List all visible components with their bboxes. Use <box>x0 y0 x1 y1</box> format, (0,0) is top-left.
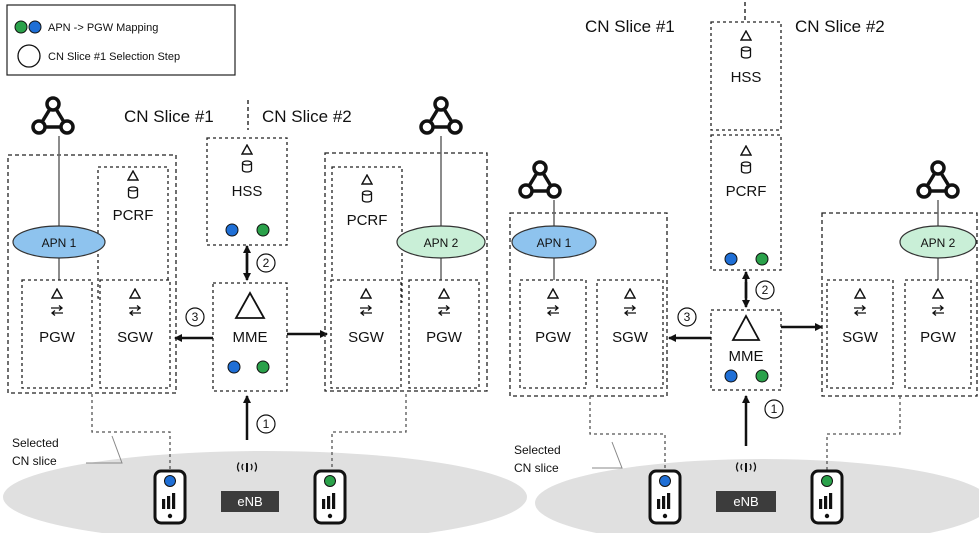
left-slice2-group <box>324 152 488 392</box>
legend-green-dot <box>14 20 28 34</box>
right-step-3-label: 3 <box>684 310 691 324</box>
step-2-label: 2 <box>263 256 270 270</box>
left-mme-box <box>212 282 288 392</box>
step-3-label: 3 <box>192 310 199 324</box>
right-sgw2-label: SGW <box>842 329 879 346</box>
left-pcrf-label: PCRF <box>113 207 154 224</box>
left-panel: CN Slice #1 CN Slice #2 PCRF APN 1 PGW S… <box>3 96 527 533</box>
left-pgw2-label: PGW <box>426 329 463 346</box>
step-2-circle <box>755 280 775 300</box>
left-sgw-label: SGW <box>117 329 154 346</box>
right-selected-line1: Selected <box>514 443 561 457</box>
right-hss-label: HSS <box>731 69 762 86</box>
right-mme-label: MME <box>729 348 764 365</box>
right-selected-line2: CN slice <box>514 461 559 475</box>
right-enb-label: eNB <box>733 494 758 509</box>
step-1-label: 1 <box>263 417 270 431</box>
left-enb-label: eNB <box>237 494 262 509</box>
step-3-circle <box>185 307 205 327</box>
network-icon <box>916 160 960 199</box>
right-step-2-label: 2 <box>762 283 769 297</box>
right-pgw2-label: PGW <box>920 329 957 346</box>
legend-blue-dot <box>28 20 42 34</box>
left-pcrf-box <box>97 166 169 299</box>
legend: APN -> PGW Mapping CN Slice #1 Selection… <box>6 4 236 76</box>
right-apn1-ellipse <box>511 225 597 259</box>
right-apn1-label: APN 1 <box>537 236 572 250</box>
right-pcrf-box <box>710 134 782 271</box>
right-pgw-label: PGW <box>535 329 572 346</box>
legend-apn-mapping-label: APN -> PGW Mapping <box>48 22 158 34</box>
left-enb-box <box>221 491 279 512</box>
right-slice2-label: CN Slice #2 <box>795 17 885 36</box>
left-apn1-label: APN 1 <box>42 236 77 250</box>
left-hss-box <box>206 137 288 246</box>
step-1-circle <box>256 414 276 434</box>
right-apn2-label: APN 2 <box>921 236 956 250</box>
legend-selection-step-label: CN Slice #1 Selection Step <box>48 51 180 63</box>
left-pgw-label: PGW <box>39 329 76 346</box>
network-icon <box>419 96 463 135</box>
right-slice1-label: CN Slice #1 <box>585 17 675 36</box>
step-2-circle <box>256 253 276 273</box>
network-icon <box>518 160 562 199</box>
left-apn2-label: APN 2 <box>424 236 459 250</box>
left-hss-label: HSS <box>232 183 263 200</box>
legend-step-circle <box>17 44 41 68</box>
right-sgw-label: SGW <box>612 329 649 346</box>
left-apn1-ellipse <box>12 225 106 259</box>
triangle-icon <box>731 314 761 341</box>
right-step-1-label: 1 <box>771 402 778 416</box>
left-slice2-label: CN Slice #2 <box>262 107 352 126</box>
left-selected-line2: CN slice <box>12 454 57 468</box>
left-sgw2-label: SGW <box>348 329 385 346</box>
left-selected-line1: Selected <box>12 436 59 450</box>
network-icon <box>31 96 75 135</box>
right-mme-box <box>710 309 782 391</box>
left-slice1-label: CN Slice #1 <box>124 107 214 126</box>
right-panel: CN Slice #1 CN Slice #2 HSS PCRF 2 MME 3 <box>509 2 979 533</box>
step-1-circle <box>764 399 784 419</box>
right-apn2-ellipse <box>899 225 977 259</box>
right-enb-box <box>716 491 776 512</box>
left-apn2-ellipse <box>396 225 486 259</box>
right-slice1-group <box>509 212 668 397</box>
left-pcrf2-label: PCRF <box>347 212 388 229</box>
step-3-circle <box>677 307 697 327</box>
triangle-icon <box>234 291 266 319</box>
right-pcrf-label: PCRF <box>726 183 767 200</box>
left-mme-label: MME <box>233 329 268 346</box>
left-slice1-group <box>7 154 177 394</box>
